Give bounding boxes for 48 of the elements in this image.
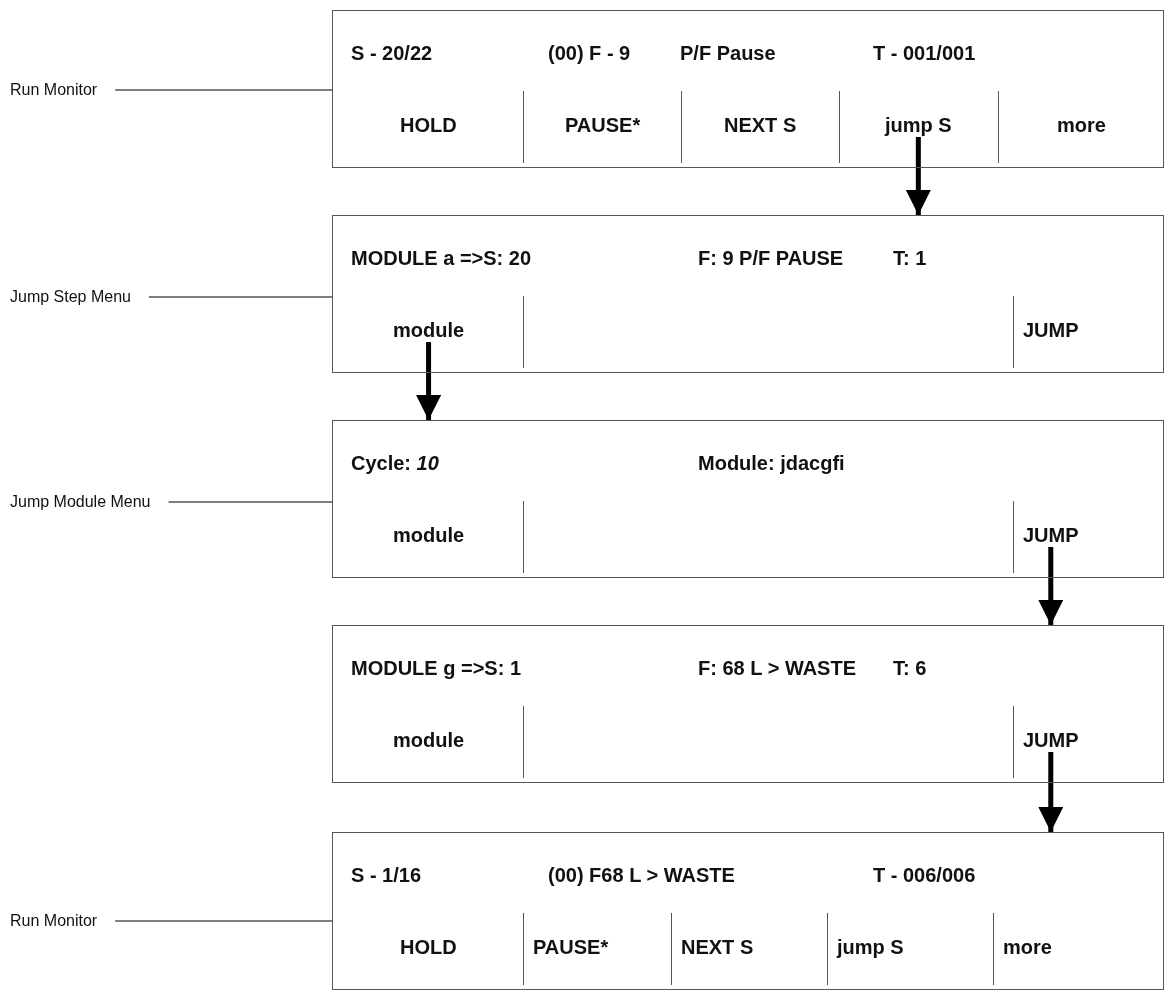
- softkey-label: jump S: [837, 935, 904, 959]
- status-text: (00) F68 L > WASTE: [548, 863, 735, 887]
- softkey-label: PAUSE*: [533, 935, 609, 959]
- status-text: S - 1/16: [351, 863, 422, 887]
- softkey-label: more: [1003, 935, 1052, 959]
- softkey-label: JUMP: [1023, 318, 1079, 342]
- leader-line: [148, 296, 333, 298]
- status-text: MODULE a =>S: 20: [351, 246, 532, 270]
- display-screen: [332, 625, 1164, 783]
- status-text: Cycle: 10: [351, 451, 439, 475]
- screen-name-label: Run Monitor: [10, 911, 98, 931]
- display-screen: [332, 10, 1164, 168]
- softkey-label: NEXT S: [681, 935, 754, 959]
- display-screen: [332, 420, 1164, 578]
- status-text: P/F Pause: [680, 41, 776, 65]
- arrow: [1038, 752, 1064, 832]
- status-text: F: 9 P/F PAUSE: [698, 246, 844, 270]
- status-text: T: 1: [893, 246, 927, 270]
- softkey-label: module: [393, 728, 465, 752]
- softkey-label: PAUSE*: [565, 113, 641, 137]
- softkey-label: JUMP: [1023, 523, 1079, 547]
- screen-name-label: Run Monitor: [10, 80, 98, 100]
- display-screen: [332, 832, 1164, 990]
- softkey-label: NEXT S: [724, 113, 797, 137]
- status-text: S - 20/22: [351, 41, 433, 65]
- softkey-label: JUMP: [1023, 728, 1079, 752]
- softkey-label: module: [393, 318, 465, 342]
- leader-line: [114, 920, 333, 922]
- softkey-label: HOLD: [400, 113, 457, 137]
- status-text: F: 68 L > WASTE: [698, 656, 856, 680]
- status-text: Module: jdacgfi: [698, 451, 845, 475]
- softkey-label: jump S: [885, 113, 952, 137]
- status-text: (00) F - 9: [548, 41, 631, 65]
- arrow: [416, 342, 442, 420]
- softkey-label: module: [393, 523, 465, 547]
- screen-name-label: Jump Module Menu: [10, 492, 151, 512]
- arrow: [905, 137, 931, 215]
- status-text: MODULE g =>S: 1: [351, 656, 522, 680]
- leader-line: [168, 501, 333, 503]
- status-text: T - 001/001: [873, 41, 976, 65]
- screen-name-label: Jump Step Menu: [10, 287, 131, 307]
- status-text: T - 006/006: [873, 863, 976, 887]
- arrow: [1038, 547, 1064, 625]
- leader-line: [114, 89, 333, 91]
- display-screen: [332, 215, 1164, 373]
- softkey-label: more: [1057, 113, 1106, 137]
- softkey-label: HOLD: [400, 935, 457, 959]
- status-text: T: 6: [893, 656, 927, 680]
